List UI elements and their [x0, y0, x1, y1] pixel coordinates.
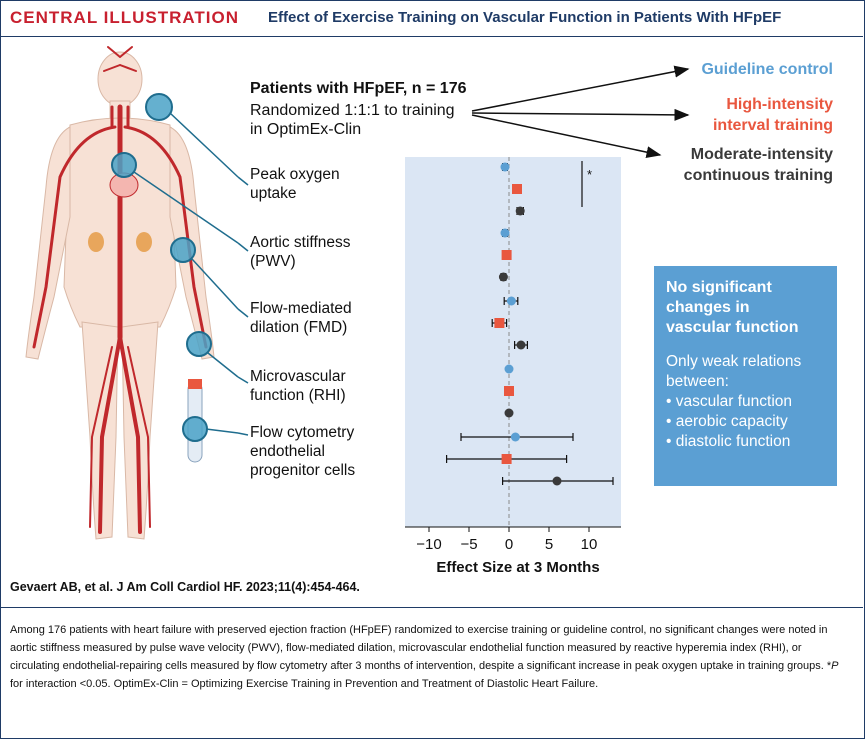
x-tick-label: −10 [416, 536, 441, 553]
randomization-line1: Randomized 1:1:1 to training [250, 102, 455, 119]
title-bar: CENTRAL ILLUSTRATION Effect of Exercise … [0, 0, 863, 37]
point-estimate [498, 272, 508, 282]
significance-marker: * [587, 167, 592, 182]
outcome-label-aortic-stiffness: Aortic stiffness(PWV) [250, 234, 351, 270]
callout-extensions [237, 176, 249, 436]
point-estimate [500, 228, 510, 238]
point-estimate [516, 340, 526, 350]
arm-guideline-control: Guideline control [701, 61, 833, 78]
blood-vessels [32, 46, 208, 534]
point-estimate [515, 206, 525, 216]
arm-arrows [471, 65, 690, 159]
kidney-left-icon [88, 232, 104, 252]
point-estimate [504, 408, 514, 418]
figure-title: Effect of Exercise Training on Vascular … [268, 9, 782, 26]
plot-background [405, 157, 621, 527]
findings-bullet-3: • diastolic function [666, 433, 791, 450]
x-tick-label: 0 [505, 536, 513, 553]
point-estimate [501, 250, 512, 260]
findings-subline1: Only weak relations [666, 353, 802, 370]
point-estimate [512, 184, 522, 194]
point-estimate [552, 476, 562, 486]
arm-moderate-intensity: Moderate-intensity continuous training [683, 146, 833, 184]
kidney-right-icon [136, 232, 152, 252]
x-tick-label: 5 [545, 536, 553, 553]
figure-caption: Among 176 patients with heart failure wi… [10, 624, 839, 690]
findings-headline: No significant changes in vascular funct… [666, 279, 799, 336]
callout-lines [133, 112, 239, 434]
point-estimate [504, 386, 514, 396]
citation: Gevaert AB, et al. J Am Coll Cardiol HF.… [10, 580, 360, 594]
body-illustration [25, 46, 239, 540]
findings-bullet-1: • vascular function [666, 393, 793, 410]
findings-subline2: between: [666, 373, 729, 390]
study-population: Patients with HFpEF, n = 176 [250, 80, 467, 97]
point-estimate [506, 296, 516, 306]
caption-divider [0, 607, 863, 608]
illustration-area: Patients with HFpEF, n = 176 Randomized … [0, 37, 863, 607]
x-tick-label: 10 [581, 536, 598, 553]
x-axis-label: Effect Size at 3 Months [436, 559, 599, 576]
x-tick-label: −5 [460, 536, 477, 553]
point-estimate [510, 432, 520, 442]
point-estimate [500, 162, 510, 172]
findings-bullet-2: • aerobic capacity [666, 413, 788, 430]
point-estimate [504, 364, 514, 374]
point-estimate [494, 318, 505, 328]
findings-box: No significant changes in vascular funct… [654, 266, 837, 486]
point-estimate [501, 454, 512, 464]
arm-high-intensity: High-intensity interval training [712, 96, 833, 134]
magnifier-circles [111, 93, 212, 442]
randomization-line2: in OptimEx-Clin [250, 121, 362, 138]
central-illustration-label: CENTRAL ILLUSTRATION [10, 8, 240, 27]
